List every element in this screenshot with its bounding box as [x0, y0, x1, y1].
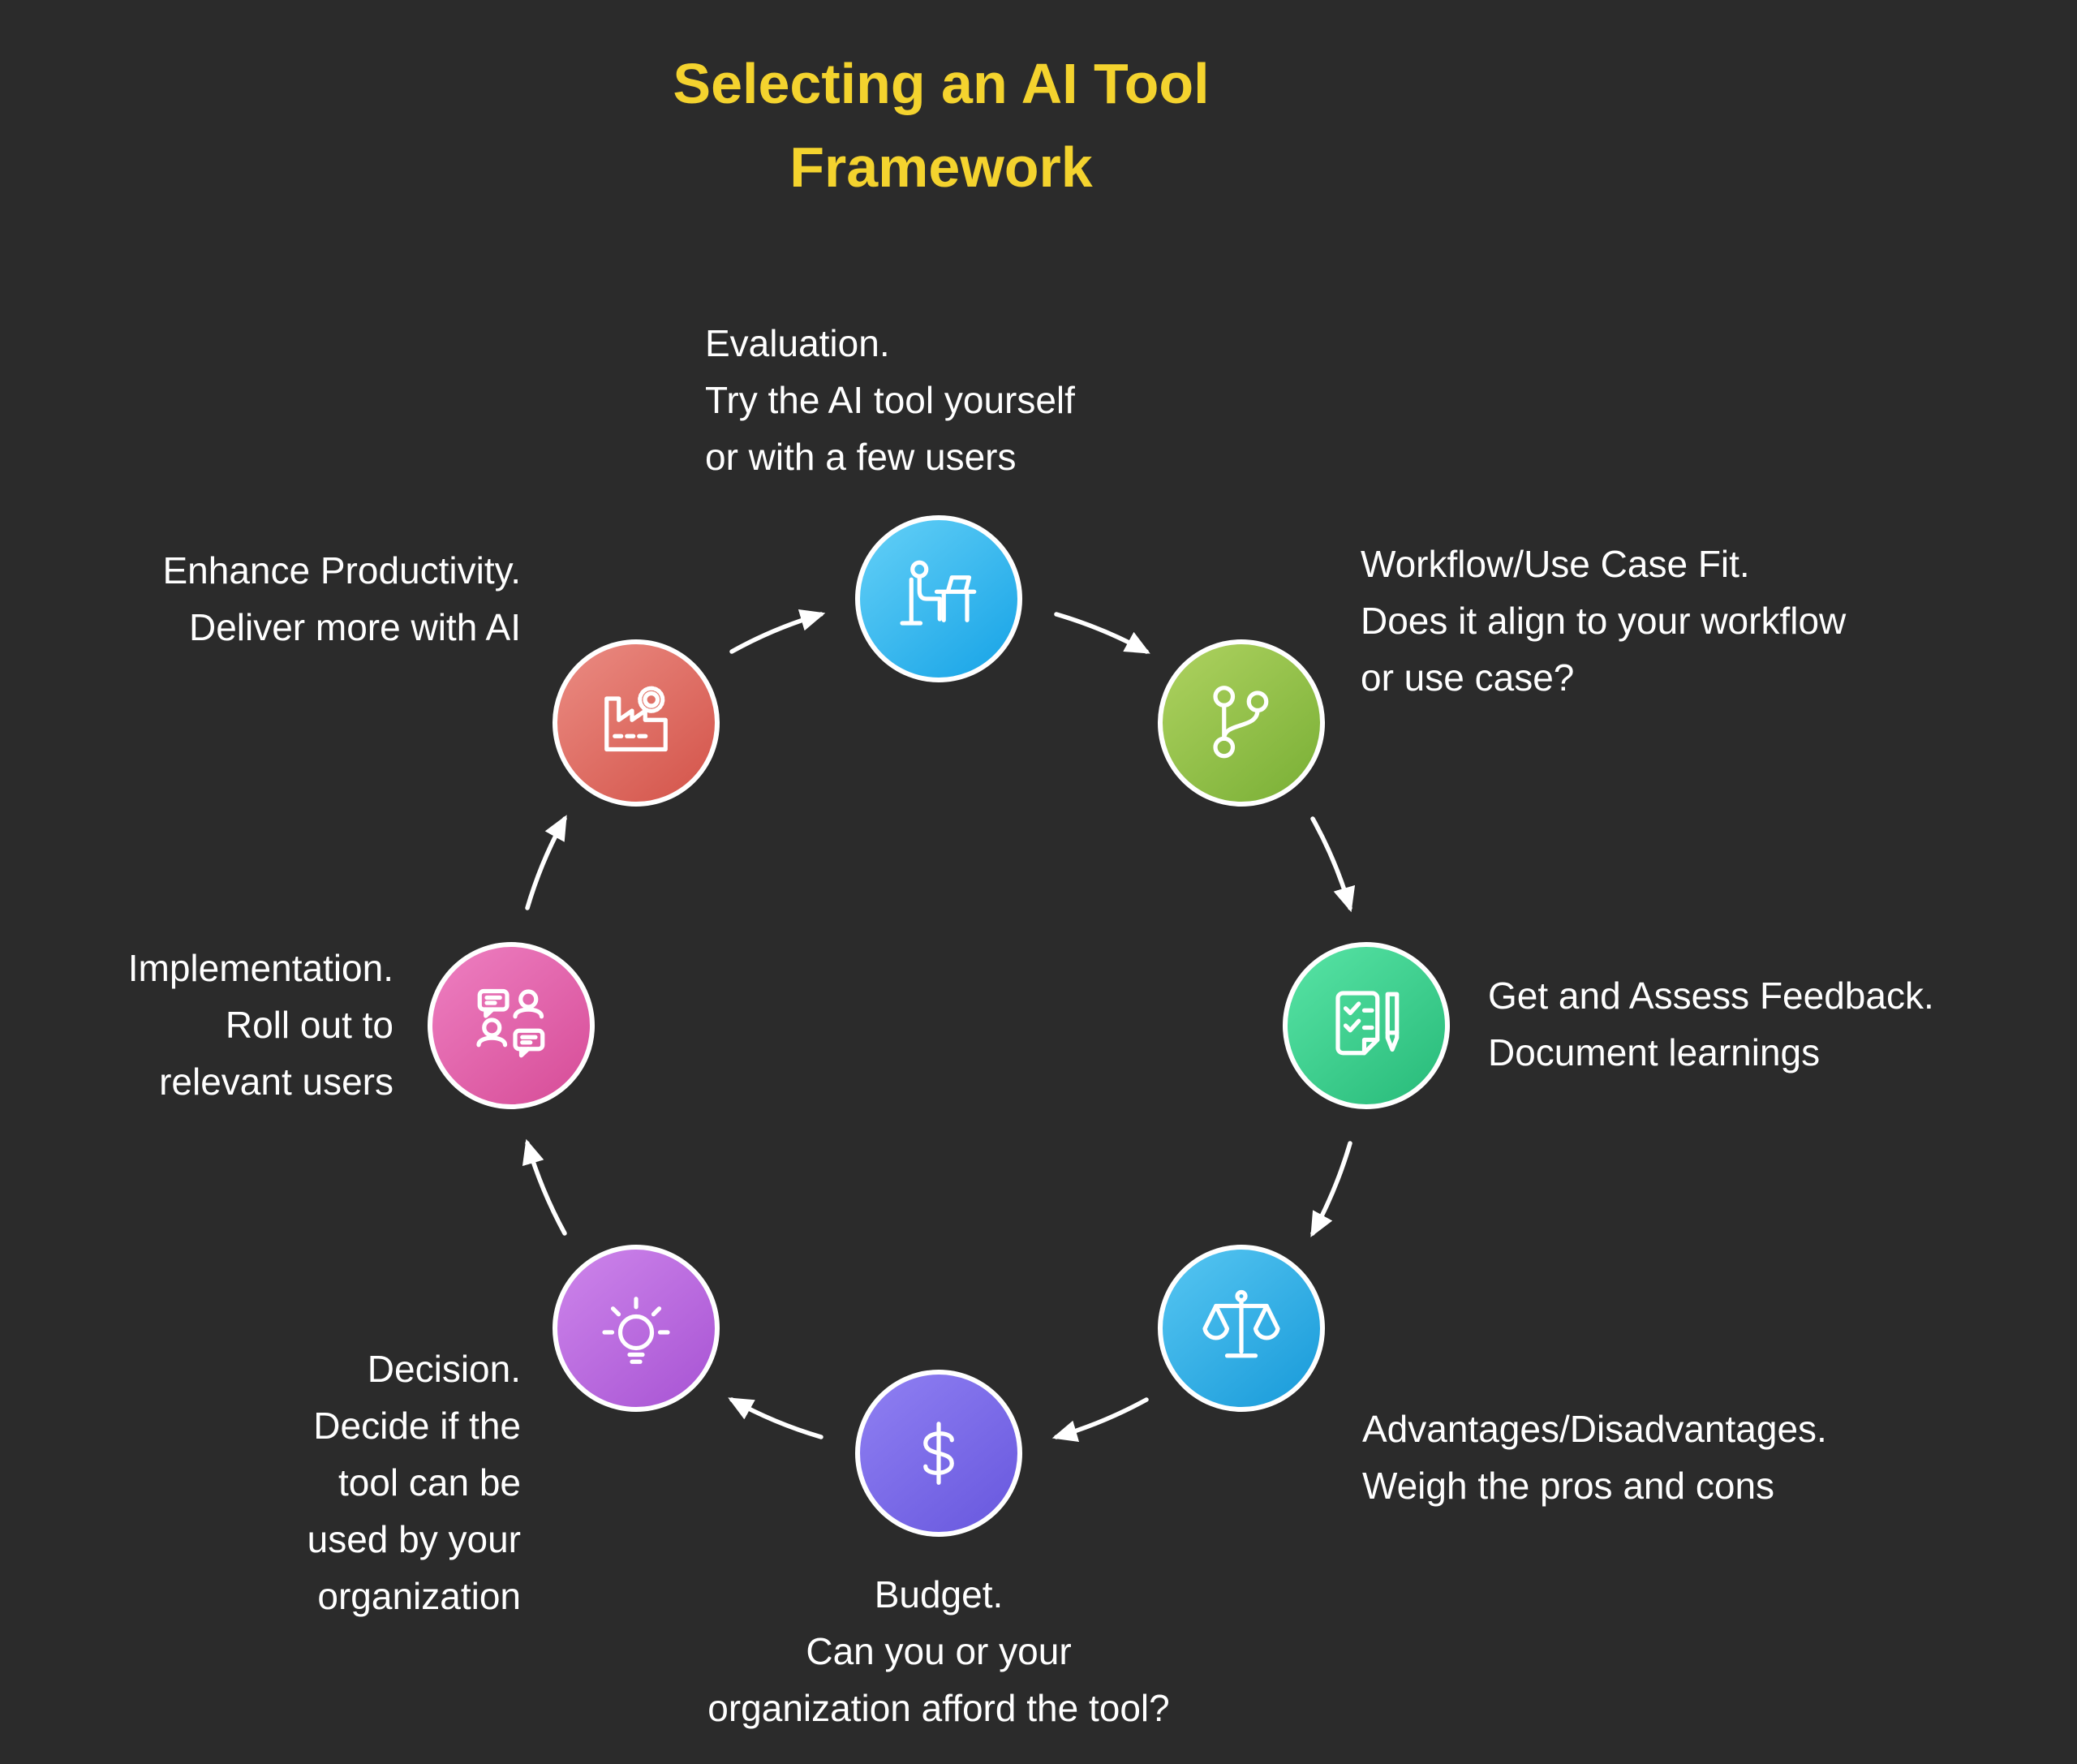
arrow-productivity-to-evaluation — [729, 609, 826, 654]
arrow-evaluation-to-workflow — [1054, 612, 1150, 654]
node-advantages-disadvantages — [1158, 1245, 1325, 1412]
person-at-desk-icon — [890, 550, 987, 648]
node-enhance-productivity — [553, 639, 720, 807]
node-workflow-use-case-fit — [1158, 639, 1325, 807]
node-get-and-assess-feedback — [1283, 942, 1450, 1109]
node-decision — [553, 1245, 720, 1412]
label-budget: Budget. Can you or your organization aff… — [707, 1573, 1170, 1729]
arrow-decision-to-implementation — [522, 1138, 567, 1236]
label-workflow-use-case-fit: Workflow/Use Case Fit. Does it align to … — [1361, 543, 1847, 699]
label-evaluation: Evaluation. Try the AI tool yourself or … — [705, 322, 1075, 478]
label-decision: Decision. Decide if the tool can be used… — [307, 1348, 521, 1617]
label-enhance-productivity: Enhance Productivity. Deliver more with … — [162, 549, 522, 648]
arrow-budget-to-decision — [728, 1397, 823, 1439]
label-get-and-assess-feedback: Get and Assess Feedback. Document learni… — [1488, 975, 1934, 1073]
label-advantages-disadvantages: Advantages/Disadvantages. Weigh the pros… — [1362, 1408, 1827, 1507]
lightbulb-icon — [587, 1280, 685, 1377]
factory-gear-icon — [587, 674, 685, 772]
node-evaluation — [855, 515, 1022, 682]
label-implementation: Implementation. Roll out to relevant use… — [127, 947, 393, 1103]
node-implementation — [428, 942, 595, 1109]
page-title: Selecting an AI Tool Framework — [673, 52, 1210, 199]
arrow-workflow-to-feedback — [1310, 816, 1356, 913]
balance-scale-icon — [1193, 1280, 1290, 1377]
checklist-pen-icon — [1318, 977, 1415, 1074]
arrow-feedback-to-advantages — [1310, 1141, 1352, 1237]
arrow-implementation-to-productivity — [525, 815, 567, 910]
dollar-icon — [890, 1405, 987, 1502]
branch-icon — [1193, 674, 1290, 772]
people-chat-icon — [462, 977, 560, 1074]
arrow-advantages-to-budget — [1051, 1397, 1149, 1443]
node-budget — [855, 1370, 1022, 1537]
